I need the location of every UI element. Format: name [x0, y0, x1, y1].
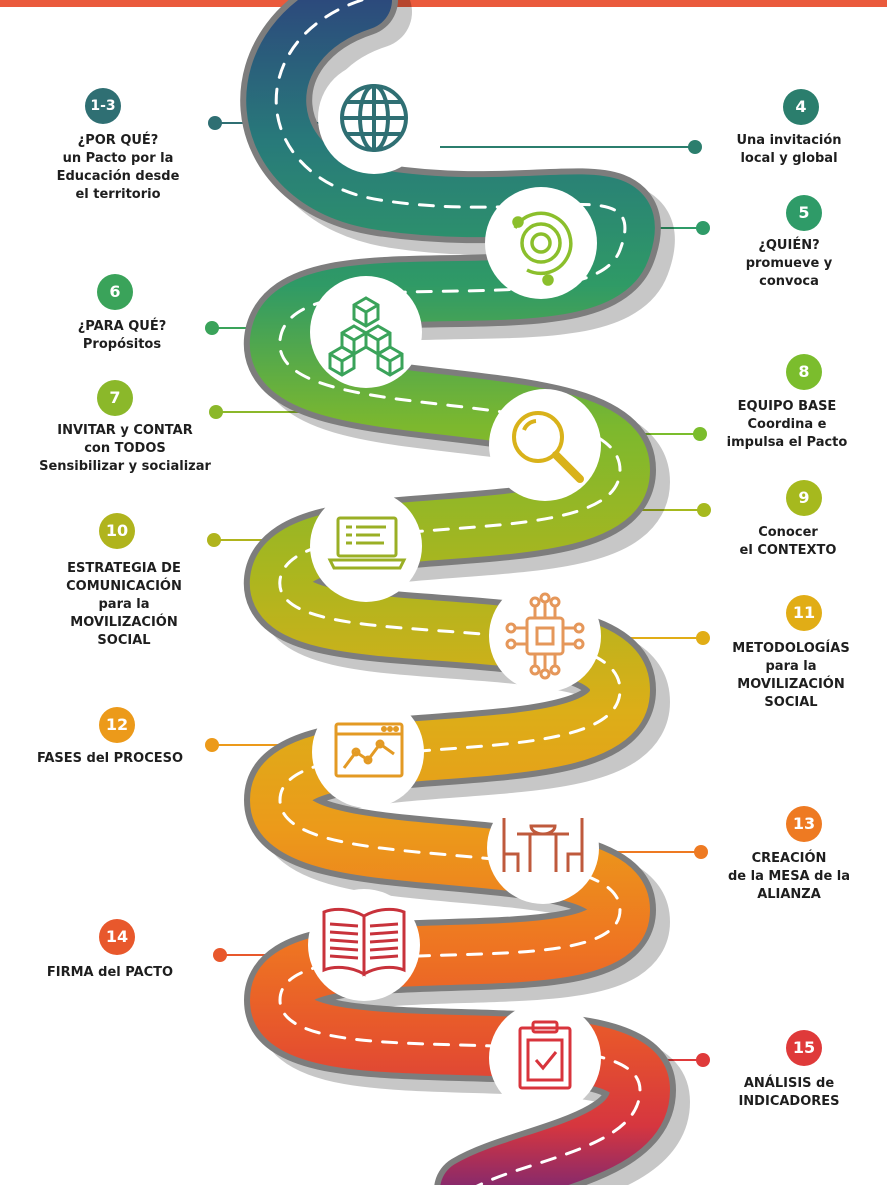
step-number-badge: 6 — [97, 274, 133, 310]
step-number-badge: 15 — [786, 1030, 822, 1066]
table-chairs-icon — [487, 792, 599, 904]
step-label: ¿PARA QUÉ? Propósitos — [77, 319, 167, 352]
road-path — [240, 0, 691, 1185]
step-label: Una invitación local y global — [736, 133, 842, 166]
globe-icon — [318, 62, 430, 174]
step-number-badge: 13 — [786, 806, 822, 842]
step-number-badge: 7 — [97, 380, 133, 416]
line-chart-window-icon — [312, 696, 424, 808]
step-number-badge: 10 — [99, 513, 135, 549]
magnifier-icon — [489, 389, 601, 501]
step-number-badge: 9 — [786, 480, 822, 516]
step-number-badge: 1-3 — [85, 88, 121, 124]
step-label: METODOLOGÍAS para la MOVILIZACIÓN SOCIAL — [732, 641, 850, 710]
open-book-icon — [308, 889, 420, 1001]
step-label: CREACIÓN de la MESA de la ALIANZA — [727, 851, 851, 902]
step-label: INVITAR y CONTAR con TODOS Sensibilizar … — [39, 423, 211, 474]
step-number-badge: 8 — [786, 354, 822, 390]
step-label: FASES del PROCESO — [36, 751, 184, 766]
step-label: FIRMA del PACTO — [46, 965, 174, 980]
step-label: Conocer el CONTEXTO — [739, 525, 837, 558]
step-label: ¿POR QUÉ? un Pacto por la Educación desd… — [56, 133, 180, 202]
step-number-badge: 11 — [786, 595, 822, 631]
step-number-badge: 4 — [783, 89, 819, 125]
step-label: EQUIPO BASE Coordina e impulsa el Pacto — [726, 399, 848, 450]
step-number-badge: 5 — [786, 195, 822, 231]
orbit-target-icon — [485, 187, 597, 299]
laptop-icon — [310, 490, 422, 602]
clipboard-check-icon — [489, 1002, 601, 1114]
icon-circles — [308, 62, 601, 1114]
top-accent-bar — [0, 0, 887, 7]
step-label: ANÁLISIS de INDICADORES — [738, 1076, 840, 1109]
step-label: ¿QUIÉN? promueve y convoca — [745, 238, 833, 289]
connector-dots — [205, 116, 711, 1067]
step-number-badge: 14 — [99, 919, 135, 955]
step-label: ESTRATEGIA DE COMUNICACIÓN para la MOVIL… — [66, 561, 182, 648]
chip-icon — [489, 580, 601, 692]
step-number-badge: 12 — [99, 707, 135, 743]
cubes-icon — [310, 276, 422, 388]
